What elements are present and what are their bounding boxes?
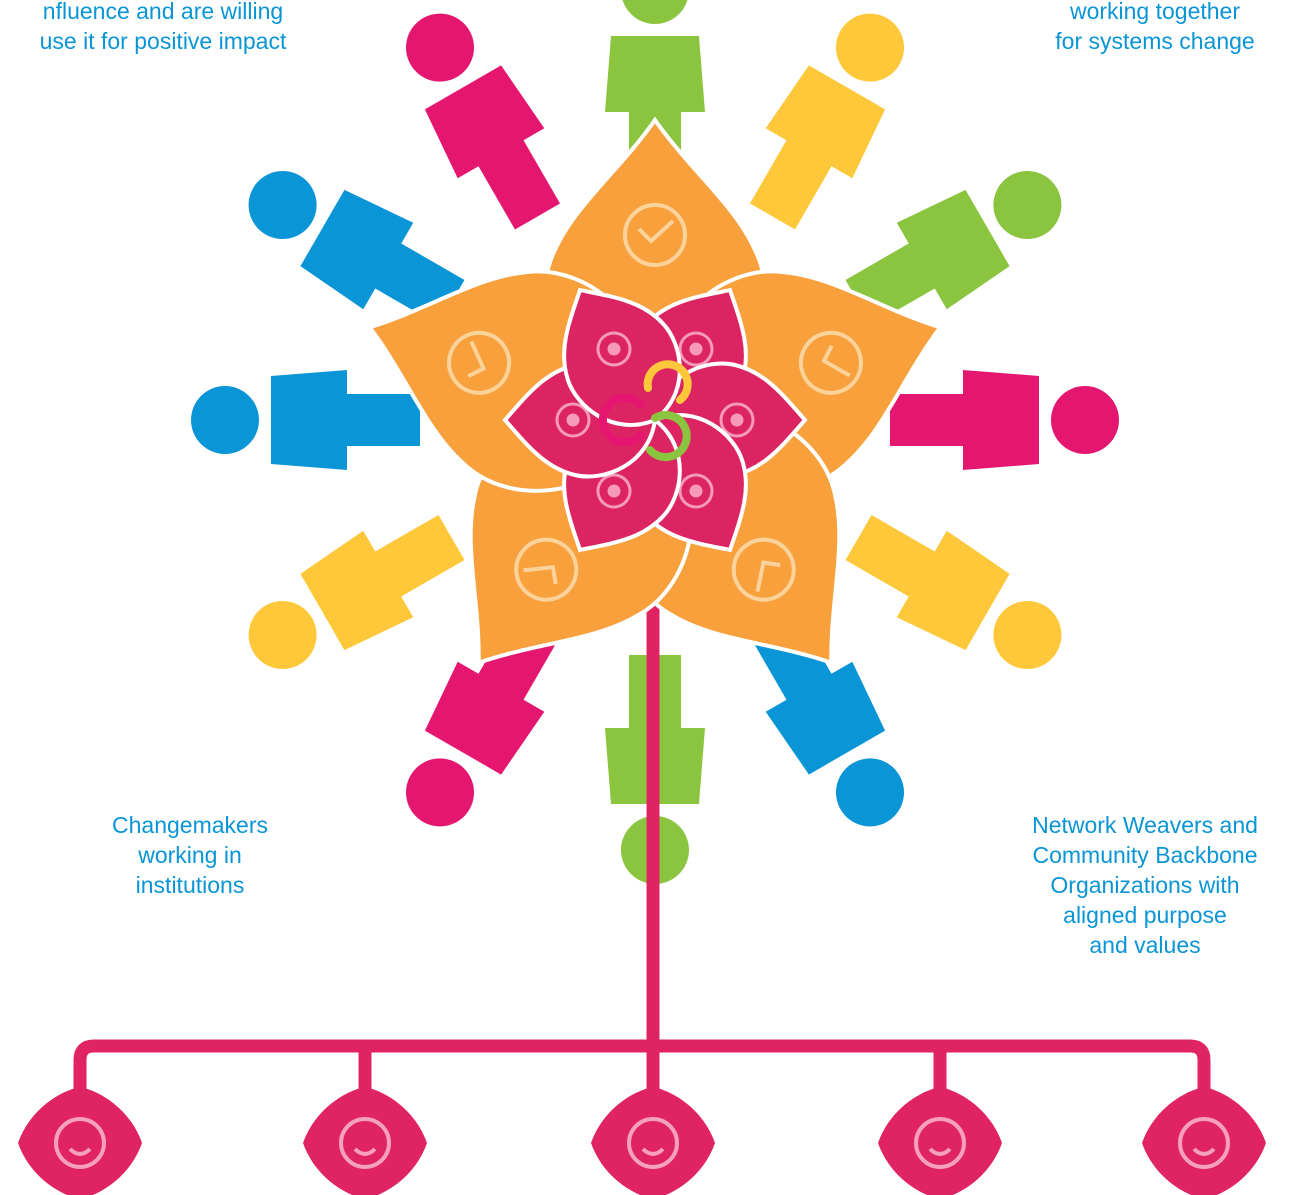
- person-figure: [379, 0, 581, 242]
- root-eye: [591, 1087, 715, 1195]
- person-figure: [228, 494, 477, 696]
- root-eye: [303, 1087, 427, 1195]
- people-group-icon: [596, 473, 632, 509]
- location-pin-icon: [678, 473, 714, 509]
- checklist-icon: [623, 203, 687, 267]
- logo-ring-pink: [598, 394, 645, 446]
- inner-petal: [529, 259, 706, 451]
- inner-petal: [604, 259, 781, 451]
- label-changemakers: Changemakers working in institutions: [112, 812, 268, 898]
- root-icons: [18, 1087, 1266, 1195]
- person-figure: [191, 370, 420, 470]
- logo-ring-green: [646, 411, 691, 462]
- root-eye: [878, 1087, 1002, 1195]
- outer-petals: [333, 118, 977, 727]
- pathway-plus-icon: [731, 537, 796, 602]
- lightbulb-gear-icon: [447, 330, 512, 395]
- label-influence: nfluence and are willing use it for posi…: [39, 0, 287, 54]
- logo-ring-yellow: [643, 360, 692, 404]
- root-eye: [18, 1087, 142, 1195]
- hands-circle-icon: [1178, 1117, 1230, 1169]
- smiley-icon: [54, 1117, 106, 1169]
- inner-petals: [503, 259, 807, 581]
- label-network-weavers: Network Weavers and Community Backbone O…: [1032, 812, 1258, 958]
- outer-petal: [566, 355, 920, 727]
- heart-gear-icon: [678, 331, 714, 367]
- center-logo-rings: [598, 360, 692, 462]
- inner-petal: [604, 389, 781, 581]
- infinity-bulbs-icon: [339, 1117, 391, 1169]
- person-figure: [890, 370, 1119, 470]
- puzzle-people-icon: [555, 402, 591, 438]
- label-systems-change: working together for systems change: [1055, 0, 1255, 54]
- inner-petal: [653, 361, 807, 479]
- inner-petal: [529, 389, 706, 581]
- podium-people-icon: [627, 1117, 679, 1169]
- outer-petal: [543, 118, 767, 422]
- question-marks-icon: [596, 331, 632, 367]
- handshake-icon: [914, 1117, 966, 1169]
- root-eye: [1142, 1087, 1266, 1195]
- target-arrows-icon: [719, 402, 755, 438]
- root-branch-line: [73, 1039, 1211, 1090]
- person-figure: [729, 0, 931, 242]
- network-nodes-icon: [798, 330, 863, 395]
- flag-cloud-icon: [514, 537, 579, 602]
- person-figure: [833, 494, 1082, 696]
- outer-petal: [333, 220, 691, 527]
- inner-petal: [503, 361, 657, 479]
- outer-petal: [619, 220, 977, 527]
- outer-petal: [390, 355, 744, 727]
- stem-and-roots: [73, 603, 1211, 1117]
